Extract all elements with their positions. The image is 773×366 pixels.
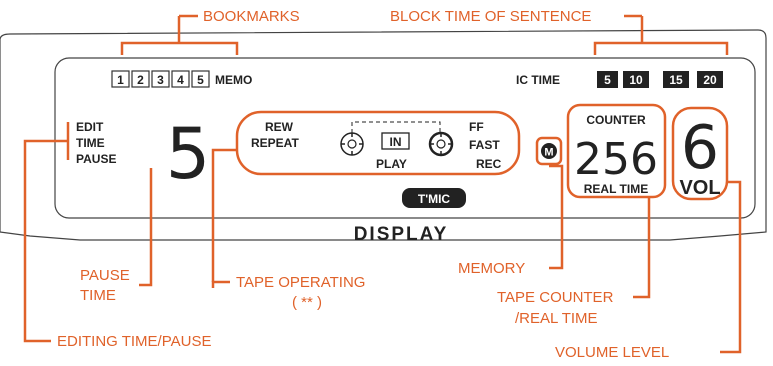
callout-tape-operating-note: ( ** ) (292, 294, 322, 311)
real-time-label: REAL TIME (584, 182, 648, 196)
vol-label: VOL (679, 177, 720, 199)
tape-operating-highlight (235, 110, 521, 176)
callout-editing: EDITING TIME/PAUSE (57, 333, 211, 350)
bookmark-boxes: 1 2 3 4 5 (111, 70, 210, 88)
callout-pause-time-2: TIME (80, 287, 116, 304)
bookmark-3: 3 (157, 73, 164, 87)
ff-label: FF (469, 120, 484, 134)
callout-block-time: BLOCK TIME OF SENTENCE (390, 8, 591, 25)
pause-label: PAUSE (76, 152, 116, 166)
rec-label: REC (476, 157, 502, 171)
memory-symbol: M (544, 147, 553, 159)
volume-value: 6 (681, 113, 719, 183)
in-label: IN (390, 135, 402, 149)
ic-time-boxes: 5 10 15 20 (597, 71, 723, 88)
memory-icon (541, 143, 557, 159)
callout-lines (23, 14, 742, 354)
pause-digit: 5 (166, 113, 211, 195)
panel-title: DISPLAY (354, 224, 449, 245)
counter-label: COUNTER (586, 113, 646, 127)
ic-time-20: 20 (703, 73, 717, 87)
bookmark-4: 4 (177, 73, 184, 87)
callout-tape-counter-2: /REAL TIME (515, 310, 598, 327)
bookmark-1: 1 (117, 73, 124, 87)
play-label: PLAY (376, 157, 407, 171)
counter-highlight (566, 103, 667, 199)
left-reel-icon (340, 132, 364, 156)
callout-volume-level: VOLUME LEVEL (555, 344, 669, 361)
callout-memory: MEMORY (458, 260, 525, 277)
ic-time-15: 15 (669, 73, 683, 87)
ic-time-10: 10 (629, 73, 643, 87)
edit-label: EDIT (76, 120, 104, 134)
memory-indicator-highlight (535, 136, 563, 166)
volume-highlight (671, 106, 729, 201)
tmic-badge (402, 188, 466, 208)
memo-label: MEMO (215, 73, 252, 87)
in-indicator-box (381, 132, 410, 150)
time-label: TIME (76, 136, 105, 150)
callout-tape-counter-1: TAPE COUNTER (497, 289, 614, 306)
rew-label: REW (265, 120, 294, 134)
bookmark-2: 2 (137, 73, 144, 87)
right-reel-icon (428, 131, 454, 157)
counter-value: 256 (574, 134, 658, 185)
callout-pause-time-1: PAUSE (80, 267, 130, 284)
repeat-label: REPEAT (251, 136, 299, 150)
bookmark-5: 5 (197, 73, 204, 87)
ic-time-5: 5 (604, 73, 611, 87)
fast-label: FAST (469, 138, 500, 152)
ic-time-label: IC TIME (516, 73, 560, 87)
tmic-label: T'MIC (418, 192, 451, 206)
callout-tape-operating: TAPE OPERATING (236, 274, 365, 291)
callout-bookmarks: BOOKMARKS (203, 8, 300, 25)
